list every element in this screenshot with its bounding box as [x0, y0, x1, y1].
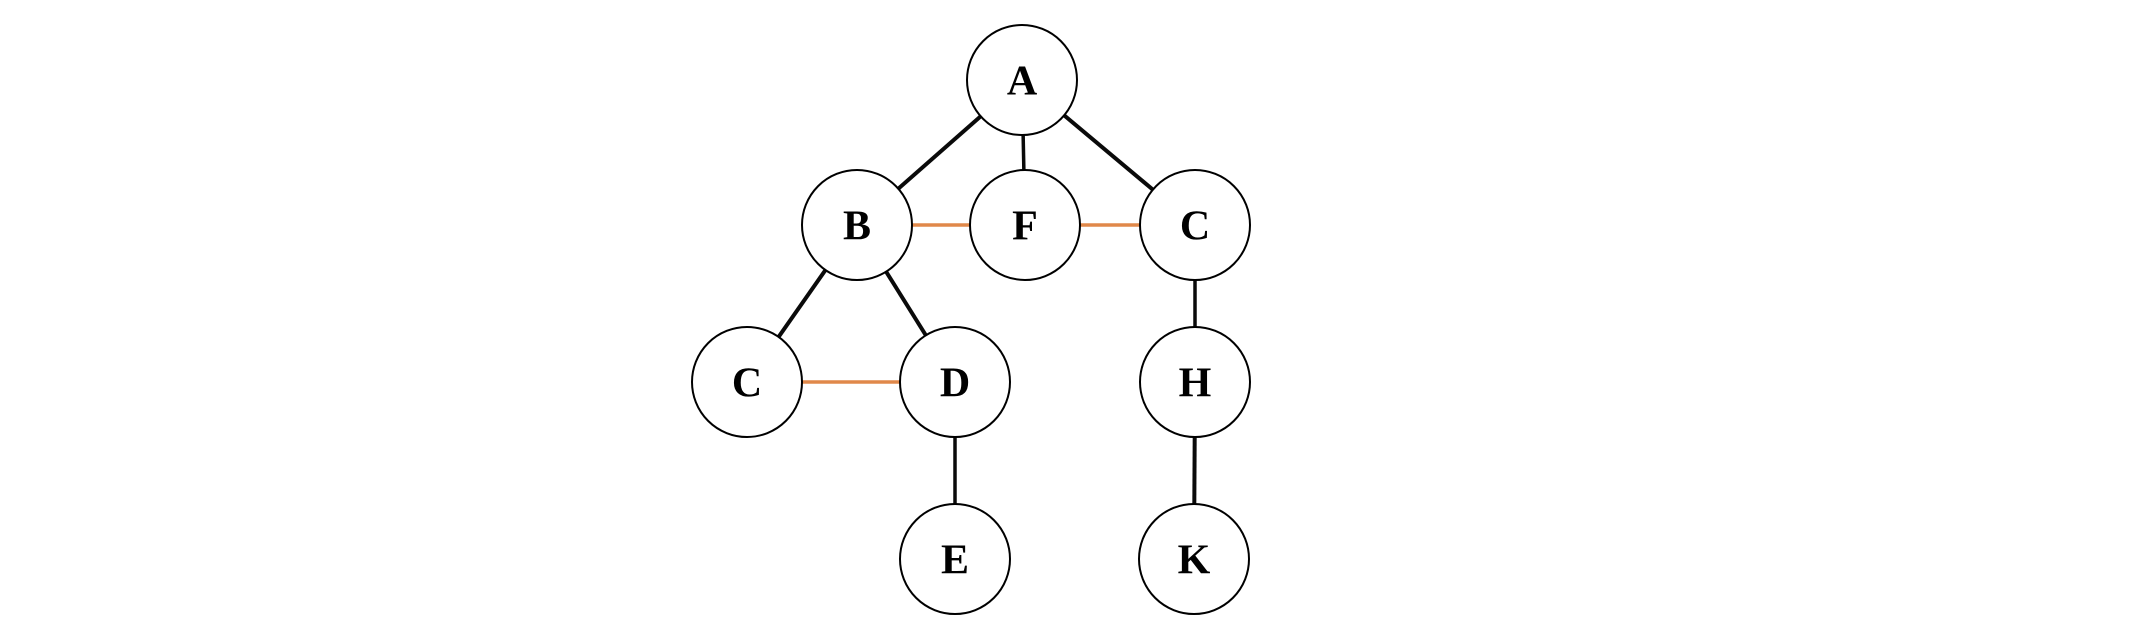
node-C2: C	[1139, 169, 1251, 281]
node-C1: C	[691, 326, 803, 438]
node-label-D: D	[940, 361, 970, 407]
node-circle-D	[899, 326, 1011, 438]
node-circle-B	[801, 169, 913, 281]
node-H: H	[1139, 326, 1251, 438]
node-K: K	[1138, 503, 1250, 615]
node-circle-E	[899, 503, 1011, 615]
node-label-C1: C	[732, 361, 762, 407]
node-circle-A	[966, 24, 1078, 136]
node-circle-F	[969, 169, 1081, 281]
node-label-B: B	[843, 204, 871, 250]
node-label-H: H	[1179, 361, 1212, 407]
node-label-A: A	[1007, 59, 1038, 105]
node-circle-C1	[691, 326, 803, 438]
node-label-E: E	[941, 538, 969, 584]
node-label-C2: C	[1180, 204, 1210, 250]
node-B: B	[801, 169, 913, 281]
node-F: F	[969, 169, 1081, 281]
node-E: E	[899, 503, 1011, 615]
node-circle-C2	[1139, 169, 1251, 281]
nodes-layer: A B F C C D H E K	[691, 24, 1251, 615]
node-circle-H	[1139, 326, 1251, 438]
node-label-K: K	[1178, 538, 1211, 584]
node-label-F: F	[1012, 204, 1038, 250]
edges-layer	[745, 78, 1197, 560]
node-circle-K	[1138, 503, 1250, 615]
node-D: D	[899, 326, 1011, 438]
node-A: A	[966, 24, 1078, 136]
